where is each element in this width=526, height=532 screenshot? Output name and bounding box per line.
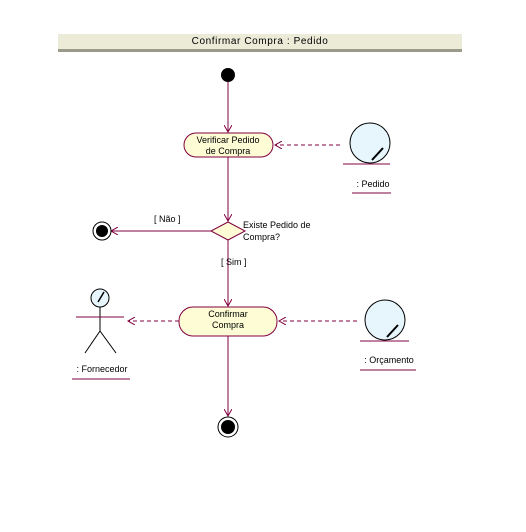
- object-orcamento[interactable]: : Orçamento: [360, 299, 416, 371]
- diagram-title-bar: Confirmar Compra : Pedido: [58, 34, 462, 52]
- actor-fornecedor[interactable]: : Fornecedor: [72, 288, 130, 380]
- final-state-no[interactable]: [92, 221, 112, 241]
- decision-label-2: Compra?: [243, 232, 280, 242]
- decision-existe-pedido[interactable]: [209, 221, 247, 241]
- pedido-object-icon: [349, 122, 391, 164]
- activity-verify-label-2: de Compra: [206, 146, 251, 156]
- initial-state[interactable]: [221, 68, 235, 82]
- activity-confirmar-compra[interactable]: Confirmar Compra: [178, 306, 278, 337]
- final-state-end[interactable]: [217, 416, 239, 438]
- activity-verificar-pedido[interactable]: Verificar Pedido de Compra: [183, 132, 274, 158]
- orcamento-label: : Orçamento: [364, 355, 414, 365]
- guard-yes-label: [ Sim ]: [221, 257, 247, 267]
- activity-confirm-label-2: Compra: [212, 320, 244, 330]
- diagram-title: Confirmar Compra : Pedido: [191, 36, 329, 47]
- orcamento-object-icon: [364, 299, 406, 341]
- fornecedor-label: : Fornecedor: [76, 364, 127, 374]
- activity-confirm-label-1: Confirmar: [208, 309, 248, 319]
- activity-verify-label-1: Verificar Pedido: [196, 135, 259, 145]
- object-pedido[interactable]: : Pedido: [343, 122, 391, 194]
- guard-no-label: [ Não ]: [154, 214, 181, 224]
- decision-label-1: Existe Pedido de: [243, 220, 311, 230]
- pedido-label: : Pedido: [356, 179, 389, 189]
